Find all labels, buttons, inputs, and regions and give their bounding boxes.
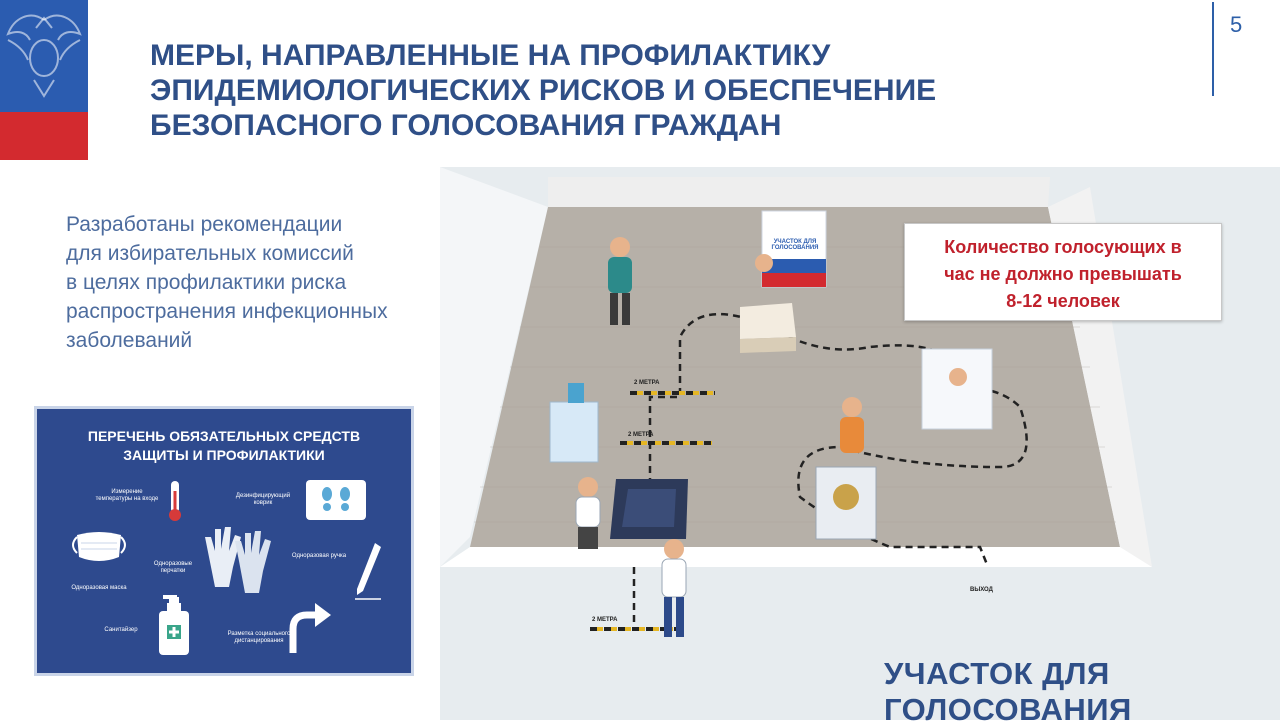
sanitizer-icon: [159, 595, 189, 655]
gloves-label: Одноразовые перчатки: [153, 561, 193, 574]
distance-label: 2 МЕТРА: [592, 617, 618, 623]
pen-label: Одноразовая ручка: [291, 553, 347, 559]
protection-poster: ПЕРЕЧЕНЬ ОБЯЗАТЕЛЬНЫХ СРЕДСТВ ЗАЩИТЫ И П…: [34, 406, 414, 676]
marking-label: Разметка социального дистанцирования: [227, 631, 291, 644]
polling-station-title: УЧАСТОК ДЛЯ ГОЛОСОВАНИЯ: [884, 656, 1132, 727]
pen-icon: [355, 543, 381, 600]
note-line: Количество голосующих в: [944, 237, 1182, 257]
thermometer-label: Измерение температуры на входе: [95, 489, 159, 502]
sanitizer-label: Санитайзер: [104, 627, 138, 633]
title-line: МЕРЫ, НАПРАВЛЕННЫЕ НА ПРОФИЛАКТИКУ: [150, 39, 831, 72]
exit-label: ВЫХОД: [970, 587, 993, 593]
note-line: 8-12 человек: [1006, 291, 1120, 311]
intro-line: для избирательных комиссий: [66, 242, 354, 265]
note-line: час не должно превышать: [944, 264, 1182, 284]
intro-line: Разработаны рекомендации: [66, 213, 343, 236]
poster-title-line: ПЕРЕЧЕНЬ ОБЯЗАТЕЛЬНЫХ СРЕДСТВ: [87, 428, 361, 444]
poster-title-line: ЗАЩИТЫ И ПРОФИЛАКТИКИ: [123, 447, 325, 463]
mask-label: Одноразовая маска: [71, 585, 127, 591]
title-line: ЭПИДЕМИОЛОГИЧЕСКИХ РИСКОВ И ОБЕСПЕЧЕНИЕ: [150, 74, 937, 107]
voters-per-hour-note: Количество голосующих в час не должно пр…: [904, 223, 1222, 321]
thermometer-icon: [169, 481, 181, 521]
slide-title: МЕРЫ, НАПРАВЛЕННЫЕ НА ПРОФИЛАКТИКУ ЭПИДЕ…: [150, 38, 1050, 143]
flag-emblem: [0, 0, 88, 160]
intro-line: в целях профилактики риска: [66, 271, 347, 294]
mat-label: Дезинфицирующий коврик: [235, 493, 291, 506]
intro-line: распространения инфекционных: [66, 300, 388, 323]
intro-text: Разработаны рекомендации для избирательн…: [66, 210, 426, 355]
people: [575, 237, 967, 637]
disinfection-mat-icon: [306, 480, 366, 520]
page-divider: [1212, 2, 1214, 96]
eagle-emblem-icon: [6, 14, 82, 98]
intro-line: заболеваний: [66, 329, 193, 352]
page-number: 5: [1230, 12, 1243, 37]
mask-icon: [72, 532, 126, 561]
gloves-icon: [205, 527, 271, 593]
stand-label: УЧАСТОК ДЛЯ ГОЛОСОВАНИЯ: [771, 239, 819, 251]
distance-label: 2 МЕТРА: [634, 380, 660, 386]
distance-marking-arrow-icon: [289, 603, 331, 653]
title-line: БЕЗОПАСНОГО ГОЛОСОВАНИЯ ГРАЖДАН: [150, 109, 782, 142]
poster-title: ПЕРЕЧЕНЬ ОБЯЗАТЕЛЬНЫХ СРЕДСТВ ЗАЩИТЫ И П…: [37, 427, 411, 465]
distance-label: 2 МЕТРА: [628, 432, 654, 438]
